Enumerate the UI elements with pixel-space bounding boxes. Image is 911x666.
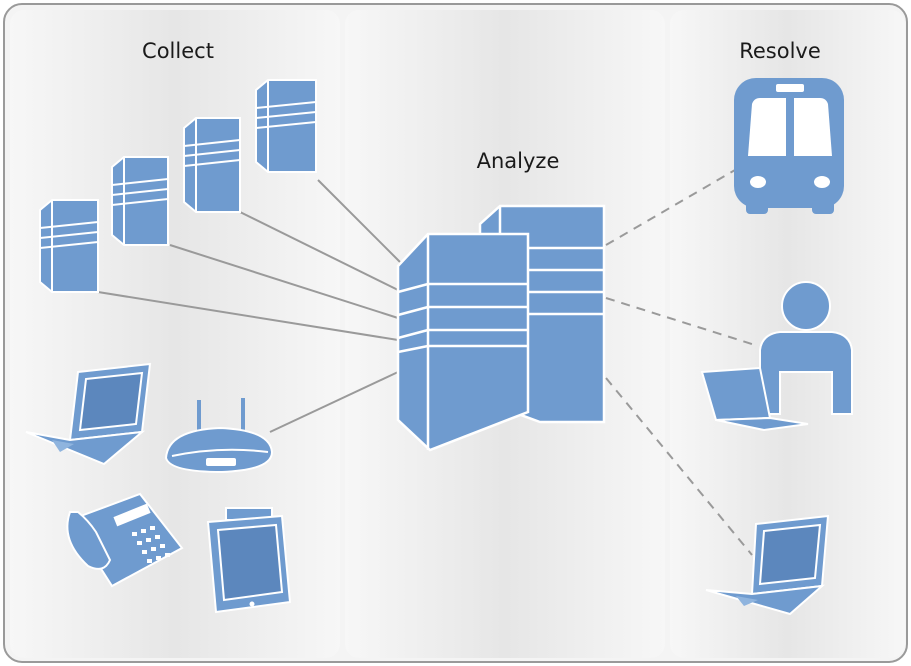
collect-links xyxy=(97,179,401,433)
resolve-links xyxy=(605,169,756,556)
server-cluster-icon xyxy=(396,204,606,452)
phone-icon xyxy=(66,492,184,588)
server-icon xyxy=(183,117,241,213)
server-icon xyxy=(255,79,317,173)
resolve-title: Resolve xyxy=(739,39,821,63)
link-server-2 xyxy=(169,244,399,319)
tablet-monitor-icon xyxy=(206,507,292,614)
link-router xyxy=(269,371,399,433)
router-icon xyxy=(164,398,274,474)
analyze-title: Analyze xyxy=(477,149,560,173)
person-with-laptop-icon xyxy=(700,281,853,432)
server-icon xyxy=(39,199,99,293)
laptop-icon xyxy=(25,362,152,466)
server-icon xyxy=(111,156,169,246)
link-person xyxy=(605,297,756,346)
link-laptop-resolve xyxy=(605,377,753,556)
laptop-icon xyxy=(705,514,830,616)
link-bus xyxy=(605,169,736,246)
link-server-3 xyxy=(239,211,399,291)
collect-panel xyxy=(10,10,340,658)
bus-icon xyxy=(734,78,844,214)
collect-title: Collect xyxy=(142,39,214,63)
link-server-1 xyxy=(97,291,399,341)
link-server-4 xyxy=(317,179,401,263)
